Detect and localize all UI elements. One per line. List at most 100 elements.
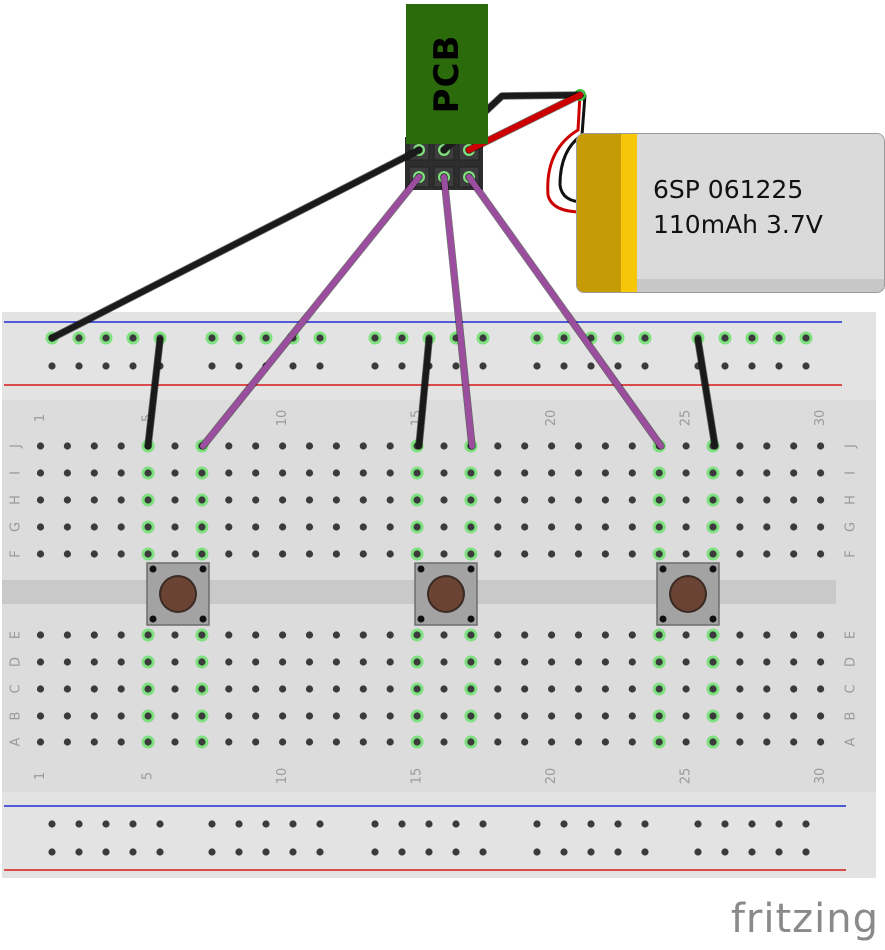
rail-hole <box>721 362 729 370</box>
hole <box>709 550 717 558</box>
rail-hole <box>452 362 460 370</box>
hole <box>36 496 45 504</box>
hole <box>763 523 771 531</box>
hole <box>332 738 340 746</box>
hole <box>413 523 421 531</box>
battery-lead-black <box>558 94 587 204</box>
row-letter-left: J <box>9 444 24 449</box>
rail-hole <box>156 848 164 856</box>
hole <box>171 658 179 666</box>
hole <box>682 469 690 477</box>
hole <box>225 685 233 693</box>
rail-hole <box>289 362 297 370</box>
hole <box>198 469 206 477</box>
pushbutton-screw <box>149 615 157 623</box>
rail-hole <box>775 820 783 828</box>
rail-hole <box>371 848 379 856</box>
hole <box>628 469 636 477</box>
hole <box>790 738 798 746</box>
row-letter-left: F <box>9 550 24 557</box>
rail-hole <box>614 334 622 342</box>
hole <box>574 738 583 746</box>
hole <box>332 496 340 504</box>
pushbutton-cap <box>671 577 705 611</box>
pushbutton-screw <box>659 565 667 573</box>
hole <box>763 631 771 639</box>
hole <box>36 685 45 693</box>
row-letter-right: I <box>844 471 859 475</box>
hole <box>305 442 314 450</box>
hole <box>709 738 717 746</box>
rail-hole <box>398 848 406 856</box>
hole <box>279 496 287 504</box>
hole <box>574 496 583 504</box>
hole <box>682 738 690 746</box>
hole <box>601 523 610 531</box>
column-number-bottom: 5 <box>141 772 156 780</box>
pushbutton-screw <box>417 615 425 623</box>
hole <box>386 523 394 531</box>
hole <box>817 738 825 746</box>
hole <box>117 712 125 720</box>
bottom-power-rail <box>2 792 876 878</box>
hole <box>144 712 152 720</box>
fritzing-logo: fritzing <box>730 896 879 942</box>
rail-hole <box>425 848 433 856</box>
hole <box>252 469 260 477</box>
hole <box>440 496 448 504</box>
hole <box>548 442 556 450</box>
hole <box>467 685 475 693</box>
hole <box>332 685 340 693</box>
hole <box>413 738 421 746</box>
rail-hole <box>75 848 83 856</box>
hole <box>574 685 583 693</box>
hole <box>763 550 771 558</box>
rail-hole <box>721 848 729 856</box>
row-letter-left: B <box>9 712 24 721</box>
hole <box>763 685 771 693</box>
hole <box>494 496 502 504</box>
hole <box>225 442 233 450</box>
column-number-bottom: 10 <box>275 768 290 785</box>
hole <box>548 738 556 746</box>
rail-hole <box>129 848 137 856</box>
rail-hole <box>371 820 379 828</box>
hole <box>601 496 610 504</box>
hole <box>494 523 502 531</box>
pushbutton-screw <box>709 565 717 573</box>
hole <box>90 442 98 450</box>
hole <box>63 496 71 504</box>
hole <box>63 631 71 639</box>
hole <box>709 631 717 639</box>
pushbutton-cap <box>429 577 463 611</box>
rail-hole <box>802 848 810 856</box>
row-letter-left: E <box>9 631 24 639</box>
hole <box>252 738 260 746</box>
hole <box>467 550 475 558</box>
rail-hole <box>721 820 729 828</box>
hole <box>521 523 529 531</box>
hole <box>790 712 798 720</box>
rail-hole <box>316 820 324 828</box>
hole <box>252 523 260 531</box>
hole <box>171 738 179 746</box>
hole <box>655 712 663 720</box>
rail-hole <box>235 362 243 370</box>
hole <box>628 658 636 666</box>
hole <box>386 738 394 746</box>
hole <box>817 442 825 450</box>
hole <box>521 442 529 450</box>
rail-hole <box>641 820 649 828</box>
hole <box>252 631 260 639</box>
column-number-bottom: 1 <box>33 772 48 780</box>
rail-hole <box>235 820 243 828</box>
hole <box>144 469 152 477</box>
hole <box>279 685 287 693</box>
rail-hole <box>102 820 110 828</box>
hole <box>494 685 502 693</box>
hole <box>171 496 179 504</box>
hole <box>63 523 71 531</box>
battery-lead-red <box>546 94 583 214</box>
hole <box>790 658 798 666</box>
